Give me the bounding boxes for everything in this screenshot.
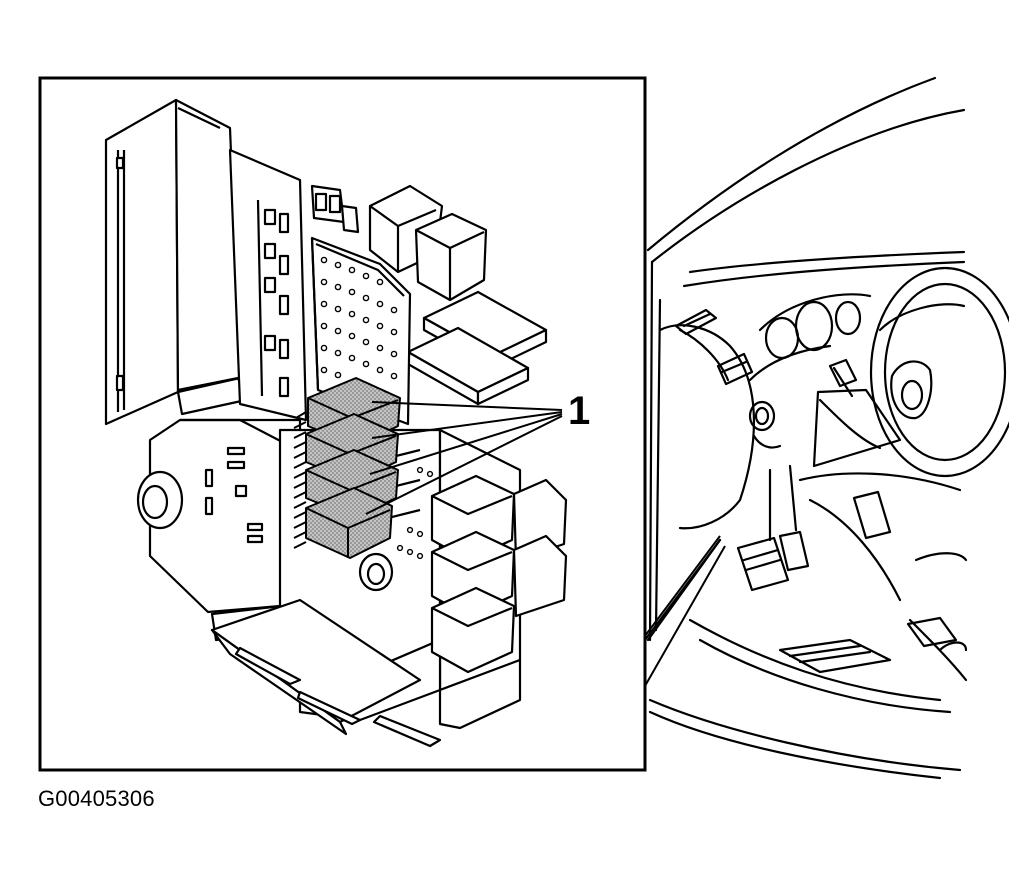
relay-4 — [305, 487, 393, 559]
vehicle-interior — [643, 76, 1009, 780]
callout-number: 1 — [568, 389, 590, 433]
highlighted-relays — [305, 377, 401, 559]
figure-id-label: G00405306 — [38, 786, 155, 811]
location-pointer — [644, 535, 726, 687]
connector-teeth — [293, 411, 307, 549]
leader-lines — [365, 401, 563, 515]
